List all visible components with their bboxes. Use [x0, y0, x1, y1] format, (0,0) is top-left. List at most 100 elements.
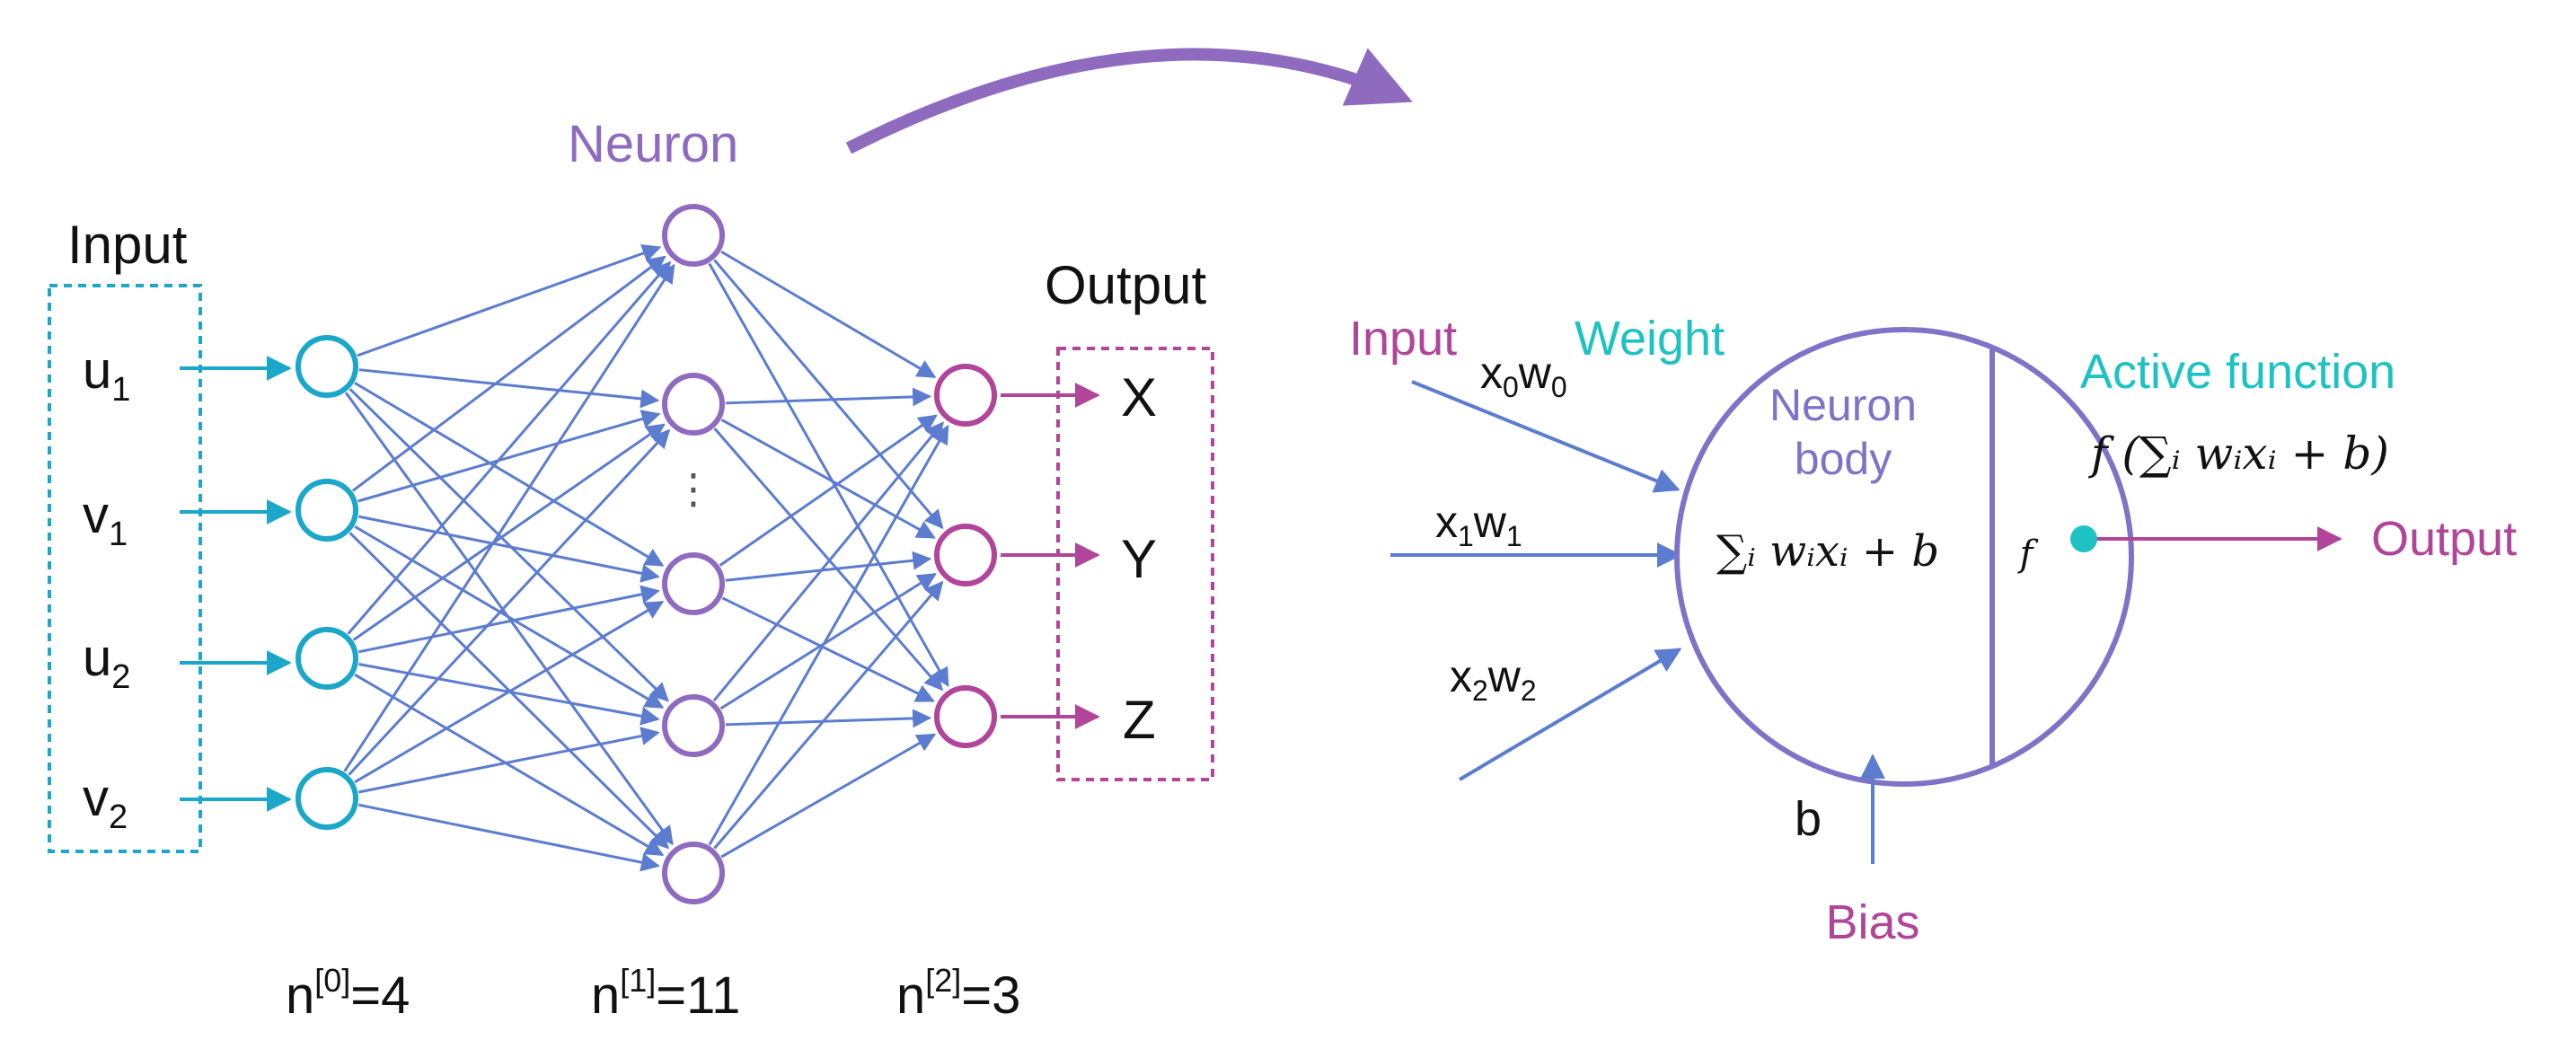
neuron-sum-formula: ∑ᵢ wᵢxᵢ + b [1716, 526, 1939, 577]
layer-size-1-base: n [591, 966, 620, 1025]
weighted-input-1: x1w1 [1435, 497, 1522, 552]
connection-edge [354, 673, 665, 857]
output-neuron [934, 364, 997, 427]
input-v2-base: v [83, 769, 109, 827]
hidden-to-output-connections [708, 250, 949, 859]
weighted-input-1-ws: 1 [1506, 520, 1522, 552]
weighted-input-0-xs: 0 [1503, 371, 1519, 403]
hidden-neuron [662, 552, 725, 615]
input-u1-base: u [83, 341, 111, 400]
layer-size-2-sup: [2] [925, 962, 961, 999]
layer-size-1-sup: [1] [620, 962, 656, 999]
input-neuron [296, 767, 358, 830]
input-neuron [296, 479, 358, 542]
bias-label: Bias [1825, 895, 1919, 949]
neuron-input-arrow-0 [1411, 380, 1681, 493]
weighted-input-0-ws: 0 [1551, 371, 1567, 403]
input-v2: v2 [83, 769, 128, 836]
hidden-neuron [662, 842, 725, 904]
connection-edge [357, 585, 660, 654]
network-title-neuron: Neuron [568, 115, 738, 173]
connection-edge [725, 551, 932, 582]
connection-edge [358, 727, 660, 794]
input-to-hidden-connections [343, 243, 675, 872]
activation-formula: f (∑ᵢ wᵢxᵢ + b) [2087, 428, 2389, 480]
neuron-weight-label: Weight [1575, 312, 1725, 366]
network-input-label: Input [67, 215, 188, 275]
neuron-input-label: Input [1349, 312, 1457, 366]
output-z: Z [1123, 690, 1156, 750]
connection-edge [352, 423, 666, 641]
weighted-input-0-x: x [1480, 348, 1503, 398]
connection-edge [719, 414, 938, 567]
connection-edge [708, 262, 949, 688]
input-neuron [296, 335, 358, 398]
weighted-input-1-x: x [1435, 497, 1458, 547]
zoom-in-curved-arrow [845, 48, 1413, 154]
layer-size-1-rest: =11 [656, 966, 740, 1025]
connection-edge [354, 382, 665, 567]
weighted-input-2-w: w [1487, 651, 1522, 701]
weighted-input-1-w: w [1473, 497, 1507, 547]
output-y: Y [1121, 529, 1157, 589]
output-neuron [934, 524, 997, 586]
connection-edge [354, 600, 665, 784]
weighted-input-0: x0w0 [1480, 348, 1567, 403]
input-v1-base: v [83, 486, 109, 544]
input-neuron [296, 627, 358, 690]
bias-symbol: b [1795, 792, 1822, 846]
connection-edge [358, 368, 660, 409]
layer-size-0-rest: =4 [350, 966, 410, 1025]
connection-edge [357, 803, 660, 872]
input-v1: v1 [83, 486, 128, 553]
connection-edge [357, 515, 660, 583]
activation-label: Active function [2080, 345, 2395, 399]
input-u2-base: u [83, 629, 111, 687]
weighted-input-2-ws: 2 [1521, 674, 1537, 707]
connection-edge [348, 428, 671, 776]
neuron-input-arrow-2 [1458, 648, 1682, 781]
neuron-body-label-2: body [1795, 434, 1892, 484]
connection-edge [357, 243, 662, 357]
weighted-input-0-w: w [1518, 348, 1552, 398]
hidden-neuron [662, 694, 725, 757]
layer-size-1: n[1]=11 [591, 962, 740, 1025]
input-u2-sub: 2 [111, 658, 130, 696]
connection-edge [348, 532, 670, 850]
neuron-output-label: Output [2371, 512, 2517, 566]
connection-edge [712, 421, 944, 702]
connection-edge [725, 387, 932, 407]
connection-edge [708, 424, 949, 846]
connection-edge [357, 410, 661, 503]
input-box [48, 284, 202, 853]
network-output-label: Output [1045, 255, 1206, 315]
layer-size-2-base: n [896, 966, 925, 1025]
layer-size-0: n[0]=4 [286, 962, 410, 1025]
neuron-body-circle [1674, 327, 2134, 787]
connection-edge [351, 255, 666, 492]
connection-edge [719, 572, 937, 710]
layer-size-0-base: n [286, 966, 314, 1025]
connection-edge [720, 419, 936, 539]
hidden-ellipsis: ⋮ [673, 465, 714, 512]
hidden-neuron [662, 204, 725, 267]
connection-edge [725, 709, 932, 728]
connection-edge [347, 260, 672, 635]
input-u1: u1 [83, 341, 130, 409]
connection-edge [713, 259, 944, 530]
connection-edge [720, 250, 937, 379]
connection-edge [354, 524, 665, 710]
hidden-neuron [662, 373, 725, 436]
connection-edge [343, 263, 675, 772]
layer-size-2-rest: =3 [961, 966, 1020, 1025]
activation-dot [2070, 525, 2097, 552]
output-x: X [1121, 367, 1157, 428]
connection-edge [348, 388, 669, 702]
input-u1-sub: 1 [111, 371, 130, 409]
weighted-input-1-xs: 1 [1458, 520, 1474, 552]
layer-size-2: n[2]=3 [896, 962, 1020, 1025]
connection-edge [721, 596, 935, 702]
connection-edge [713, 580, 944, 850]
connection-edge [720, 733, 937, 859]
